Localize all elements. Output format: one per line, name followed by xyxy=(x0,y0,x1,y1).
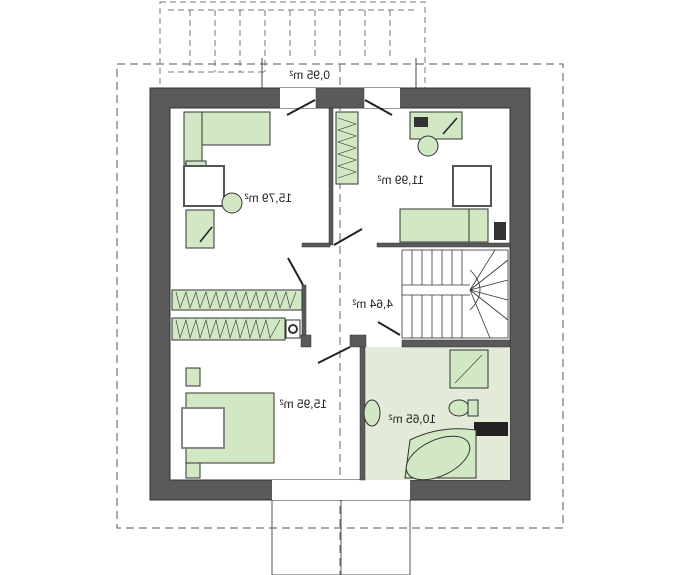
boiler xyxy=(474,422,508,436)
nightstand xyxy=(185,367,201,387)
nightstand xyxy=(452,165,492,207)
radiator xyxy=(494,222,506,240)
area-label-bedroom-bottom: 15,95 m² xyxy=(280,397,327,411)
area-label-bedroom-right-top: 11,99 m² xyxy=(378,173,424,187)
entrance-opening xyxy=(272,480,410,500)
bed-blanket xyxy=(181,407,225,449)
chair xyxy=(221,192,243,214)
chair-box xyxy=(183,165,225,207)
area-label-hallway: 4,64 m² xyxy=(352,297,393,311)
balcony-door-opening xyxy=(364,88,400,108)
area-label-bathroom: 10,65 m² xyxy=(389,412,436,426)
lamp xyxy=(199,226,213,243)
toilet xyxy=(448,399,470,417)
staircase xyxy=(401,249,509,339)
sink xyxy=(363,399,381,427)
lamp xyxy=(442,117,458,135)
balcony-door-opening xyxy=(280,88,316,108)
bed xyxy=(183,111,271,178)
chimney-vent xyxy=(288,324,298,334)
bathtub-basin xyxy=(405,435,471,481)
area-labels: 0,95 m² 15,79 m² 11,99 m² 4,64 m² 15,95 … xyxy=(245,68,436,426)
entrance-canopy xyxy=(271,491,411,575)
interior-walls xyxy=(300,87,511,481)
shower-drain xyxy=(454,354,483,384)
toilet-tank xyxy=(467,399,479,417)
chair xyxy=(417,135,439,157)
wardrobe-hatching xyxy=(175,117,357,340)
area-label-bedroom-left-top: 15,79 m² xyxy=(245,191,292,205)
door-swings xyxy=(286,99,401,364)
laptop-icon xyxy=(414,117,428,127)
desk xyxy=(185,209,215,249)
bed xyxy=(399,208,489,243)
area-label-balcony: 0,95 m² xyxy=(289,68,330,82)
